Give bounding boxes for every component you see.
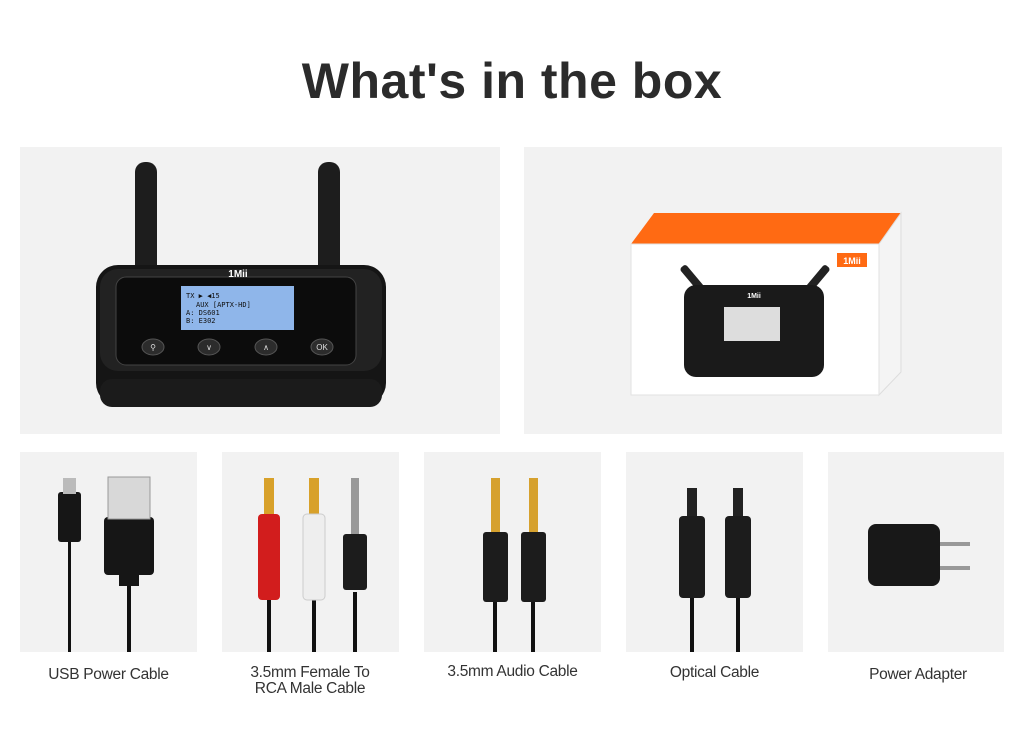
item-label: 3.5mm Female To RCA Male Cable xyxy=(250,664,370,697)
item-label: Power Adapter xyxy=(869,666,967,683)
item-label: 3.5mm Audio Cable xyxy=(447,663,578,680)
page-title: What's in the box xyxy=(301,53,723,109)
svg-text:TX ▶ ◀15: TX ▶ ◀15 xyxy=(186,292,220,300)
item-label: USB Power Cable xyxy=(48,666,169,683)
item-label: Optical Cable xyxy=(669,664,760,681)
audio-cable-image xyxy=(424,452,601,652)
svg-text:∧: ∧ xyxy=(263,343,269,352)
svg-text:AUX [APTX-HD]: AUX [APTX-HD] xyxy=(196,301,251,309)
svg-text:A: DS601: A: DS601 xyxy=(186,309,220,317)
svg-text:∨: ∨ xyxy=(206,343,212,352)
svg-text:OK: OK xyxy=(316,343,328,352)
rca-cable-image xyxy=(222,452,399,652)
box-brand: 1Mii xyxy=(843,256,861,266)
retail-box-image: 1Mii 1Mii xyxy=(524,147,1002,434)
svg-text:1Mii: 1Mii xyxy=(747,293,761,300)
device-image: 1Mii TX ▶ ◀15 AUX [APTX-HD] A: DS601 B: … xyxy=(20,147,500,434)
svg-text:B: E302: B: E302 xyxy=(186,317,216,325)
usb-power-cable-image xyxy=(20,452,197,652)
svg-text:⚲: ⚲ xyxy=(150,343,156,352)
device-brand: 1Mii xyxy=(228,269,248,280)
power-adapter-image xyxy=(828,452,1004,652)
optical-cable-image xyxy=(626,452,803,652)
